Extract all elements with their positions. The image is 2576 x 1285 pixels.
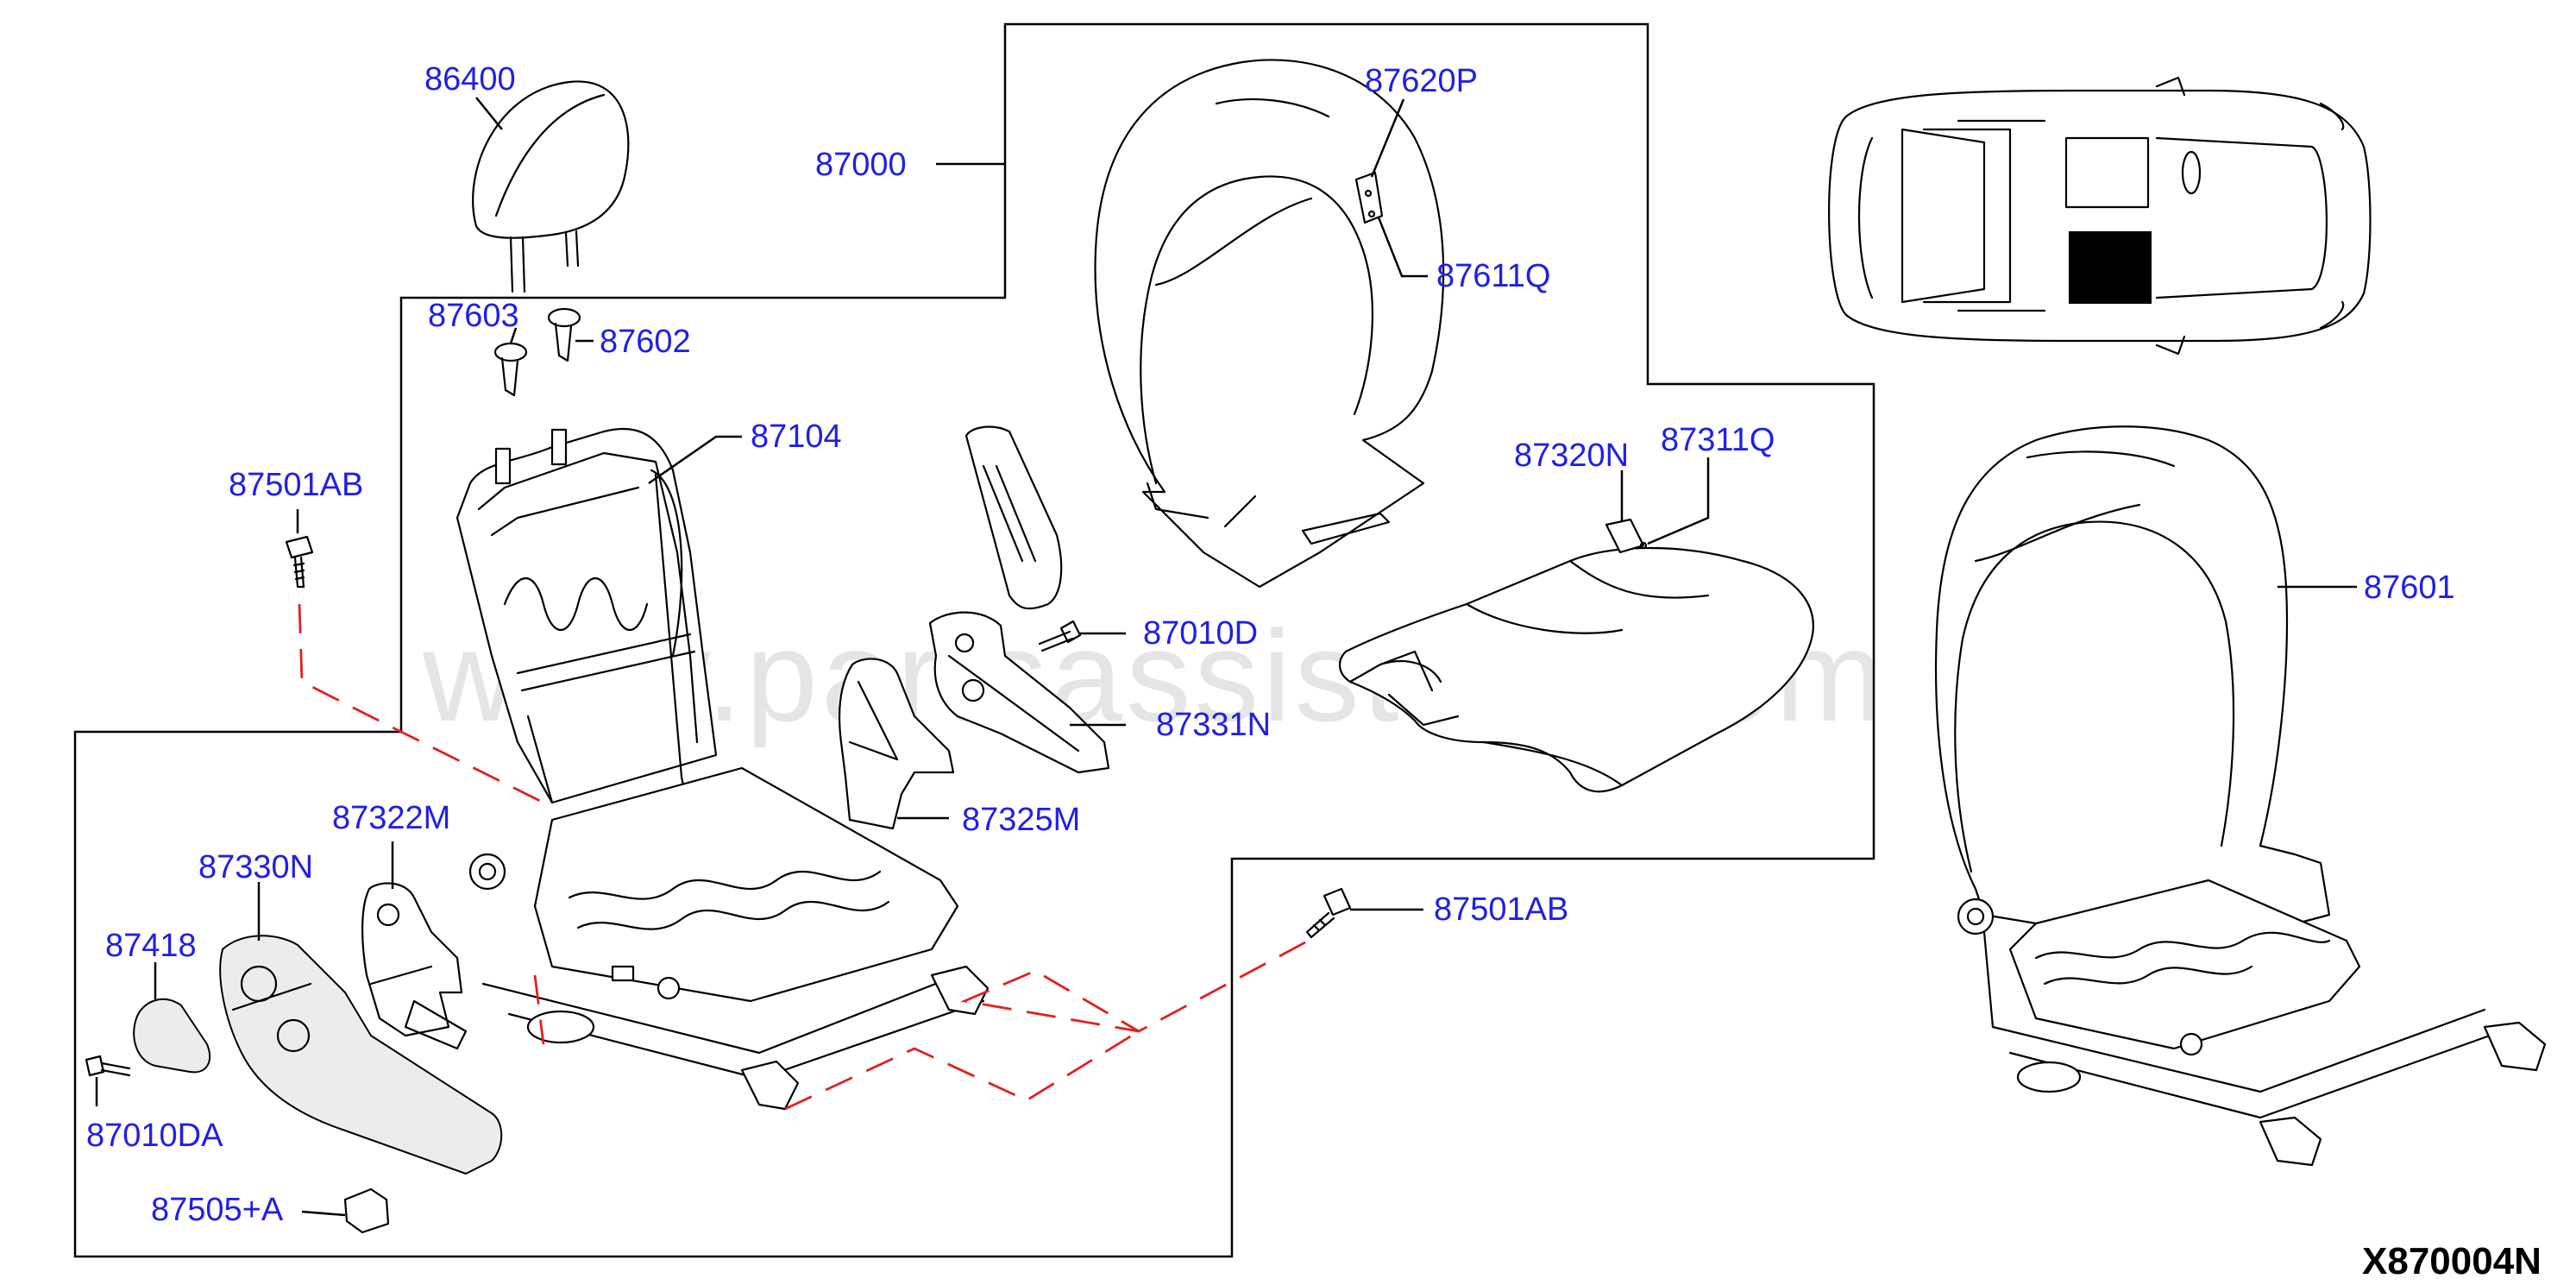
- label-87311Q[interactable]: 87311Q: [1661, 422, 1775, 458]
- label-87104[interactable]: 87104: [751, 419, 842, 455]
- label-87331N[interactable]: 87331N: [1156, 707, 1271, 743]
- label-87010D[interactable]: 87010D: [1143, 615, 1258, 652]
- assembly-boundary: [73, 22, 1875, 1258]
- label-87501AB-right[interactable]: 87501AB: [1434, 891, 1568, 928]
- label-87325M[interactable]: 87325M: [962, 802, 1080, 838]
- trim-cover-icon[interactable]: [361, 882, 468, 1050]
- label-86400[interactable]: 86400: [424, 61, 516, 98]
- seat-cushion-icon[interactable]: [468, 766, 990, 1111]
- leader-87611Q: [1377, 217, 1428, 278]
- dashed-line-rail: [784, 1030, 1140, 1111]
- label-87322M[interactable]: 87322M: [332, 800, 450, 836]
- bolt-icon[interactable]: [285, 535, 314, 589]
- label-87501AB-left[interactable]: 87501AB: [229, 467, 363, 503]
- leader-87311Q: [1647, 457, 1710, 545]
- label-87418[interactable]: 87418: [105, 928, 197, 964]
- dashed-line-frame: [533, 974, 545, 1045]
- dashed-line-upper: [298, 603, 553, 809]
- label-87000[interactable]: 87000: [815, 147, 907, 183]
- leader-87603: [509, 327, 518, 344]
- label-87602[interactable]: 87602: [600, 324, 691, 360]
- clip-icon[interactable]: [343, 1187, 390, 1234]
- dashed-line-lower: [960, 941, 1306, 1033]
- label-87330N[interactable]: 87330N: [198, 849, 313, 885]
- headrest-icon[interactable]: [472, 80, 630, 293]
- label-87320N[interactable]: 87320N: [1514, 438, 1629, 474]
- trim-cover-icon[interactable]: [964, 425, 1063, 610]
- label-87611Q[interactable]: 87611Q: [1436, 258, 1550, 294]
- label-87010DA[interactable]: 87010DA: [86, 1118, 223, 1154]
- label-87620P[interactable]: 87620P: [1365, 63, 1478, 99]
- trim-cover-icon[interactable]: [839, 658, 955, 830]
- seat-cushion-icon[interactable]: [1339, 518, 1814, 793]
- label-87603[interactable]: 87603: [428, 298, 519, 334]
- label-87505A[interactable]: 87505+A: [151, 1192, 284, 1228]
- seat-frame-icon[interactable]: [456, 427, 718, 813]
- bolt-icon[interactable]: [1038, 620, 1082, 652]
- trim-cover-icon[interactable]: [928, 611, 1110, 774]
- leader-86400: [475, 97, 503, 130]
- trim-cover-icon[interactable]: [133, 998, 211, 1074]
- trim-cover-icon[interactable]: [219, 935, 503, 1175]
- leader-87620P: [1370, 98, 1405, 178]
- seat-location-marker: [2069, 231, 2152, 304]
- bolt-icon[interactable]: [85, 1055, 131, 1077]
- seatback-cover-icon[interactable]: [1094, 59, 1445, 589]
- label-87601[interactable]: 87601: [2364, 570, 2455, 606]
- seat-assembly-icon[interactable]: [1934, 425, 2547, 1167]
- vehicle-top-view-icon: [1828, 76, 2372, 356]
- diagram-id: X870004N: [2362, 1240, 2541, 1281]
- bolt-icon[interactable]: [1305, 887, 1352, 939]
- leader-87505A: [301, 1210, 346, 1217]
- clip-icon[interactable]: [493, 307, 581, 397]
- leader-87104: [648, 435, 742, 485]
